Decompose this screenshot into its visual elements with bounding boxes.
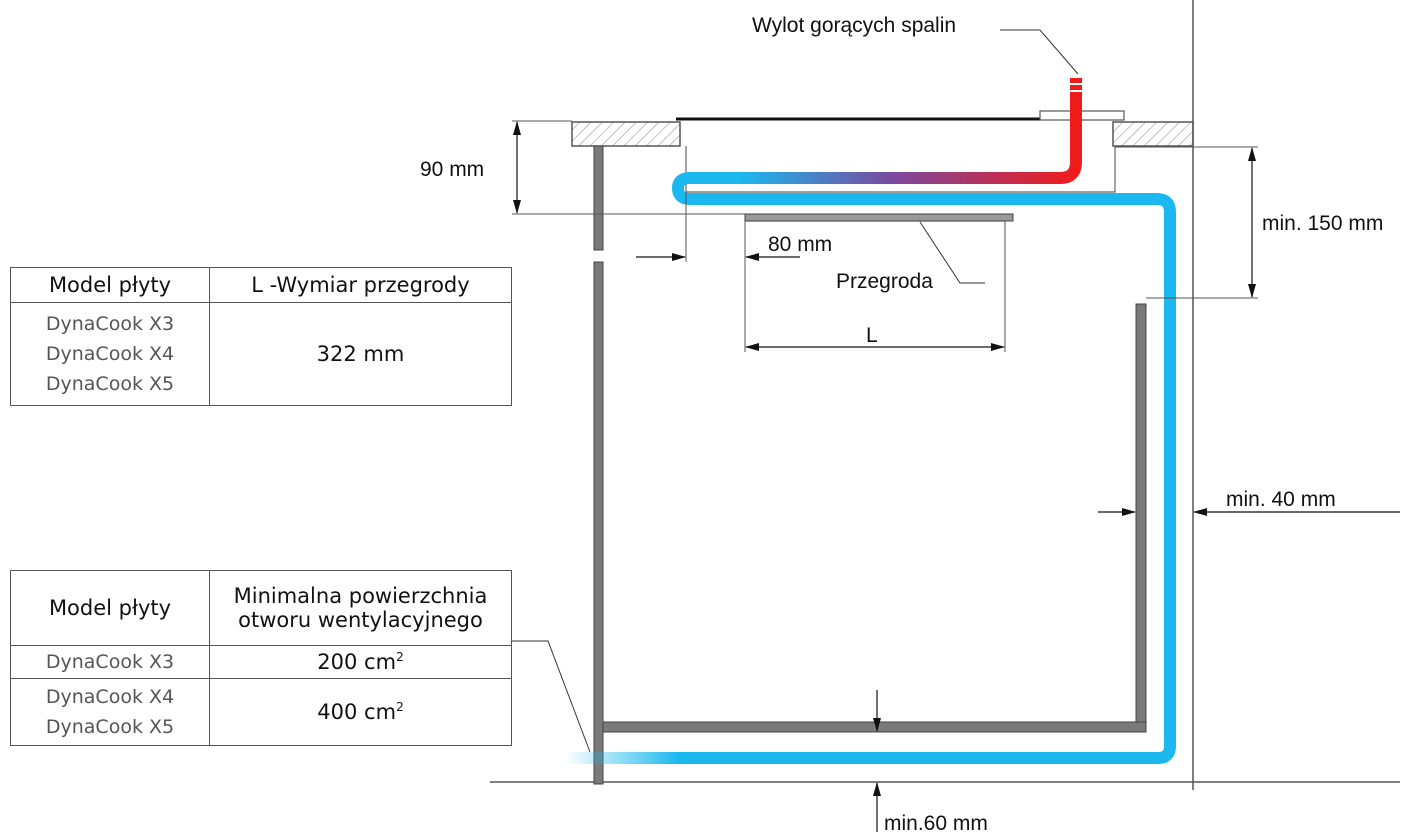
baffle-dimension-table: Model płyty L -Wymiar przegrody DynaCook…	[10, 267, 512, 406]
table-cell-value: 400 cm2	[209, 678, 512, 746]
exhaust-leader	[1000, 29, 1079, 75]
cabinet-back-panel	[1135, 303, 1147, 733]
table-header-row: Model płyty L -Wymiar przegrody	[10, 267, 512, 303]
dim-150-label: min. 150 mm	[1262, 212, 1384, 235]
exhaust-label: Wylot gorących spalin	[752, 14, 957, 37]
dim-90-label: 90 mm	[420, 158, 485, 181]
dim-L-label: L	[866, 324, 878, 347]
table-cell-value: 200 cm2	[209, 645, 512, 679]
vent-leader	[512, 640, 591, 753]
table-row: DynaCook X3 200 cm2	[10, 645, 512, 679]
table-header-row: Model płyty Minimalna powierzchnia otwor…	[10, 570, 512, 646]
table-cell-value: 322 mm	[209, 302, 512, 406]
cold-air-inlet-fade	[565, 752, 683, 764]
table-row: DynaCook X3 DynaCook X4 DynaCook X5 322 …	[10, 302, 512, 406]
baffle-label: Przegroda	[836, 270, 933, 293]
hot-gas-flow	[738, 92, 1082, 184]
table-cell-models: DynaCook X3 DynaCook X4 DynaCook X5	[10, 302, 210, 406]
baffle-leader	[919, 221, 985, 284]
cabinet-left-panel-top	[593, 145, 604, 251]
dim-60-label: min.60 mm	[884, 812, 988, 835]
hob-body	[685, 146, 1116, 193]
baffle-plate	[744, 213, 1014, 222]
cabinet-bottom-panel	[602, 721, 1147, 733]
cabinet-left-panel	[593, 261, 604, 785]
vent-area-table: Model płyty Minimalna powierzchnia otwor…	[10, 570, 512, 746]
table-header-model: Model płyty	[10, 267, 210, 303]
table-header-model: Model płyty	[10, 570, 210, 646]
table-header-dimension: L -Wymiar przegrody	[209, 267, 512, 303]
table-row: DynaCook X4 DynaCook X5 400 cm2	[10, 678, 512, 746]
worktop-right	[1112, 121, 1194, 147]
table-cell-models: DynaCook X4 DynaCook X5	[10, 678, 210, 746]
table-cell-models: DynaCook X3	[10, 645, 210, 679]
dim-80-label: 80 mm	[768, 233, 833, 256]
model-name: DynaCook X4	[45, 343, 175, 365]
model-name: DynaCook X3	[45, 313, 175, 335]
cold-air-flow	[672, 172, 1176, 764]
table-header-area: Minimalna powierzchnia otworu wentylacyj…	[209, 570, 512, 646]
model-name: DynaCook X5	[45, 373, 175, 395]
worktop-left	[571, 121, 681, 147]
dim-40-label: min. 40 mm	[1226, 488, 1336, 511]
